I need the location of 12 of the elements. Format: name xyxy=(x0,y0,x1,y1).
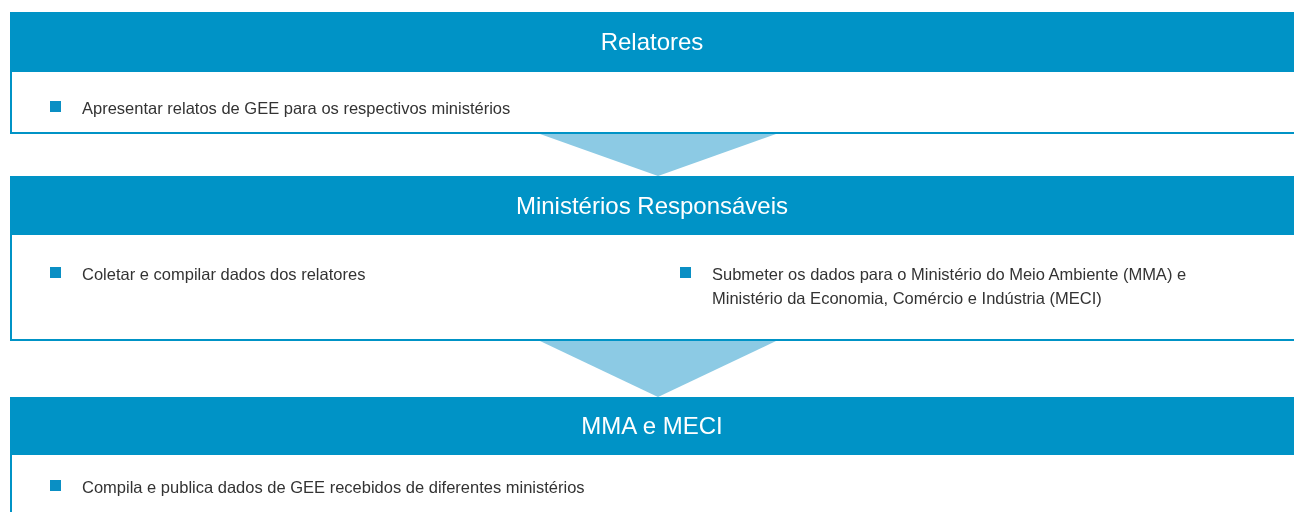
panel xyxy=(10,12,1294,134)
bullet-text: Compila e publica dados de GEE recebidos de diferentes ministérios xyxy=(82,477,585,498)
bullet-text: Coletar e compilar dados dos relatores xyxy=(82,264,366,285)
chevron-arrow xyxy=(540,134,776,176)
header-band: Relatores xyxy=(10,12,1294,72)
panel xyxy=(10,397,1294,512)
header-band: MMA e MECI xyxy=(10,397,1294,455)
header-band: Ministérios Responsáveis xyxy=(10,176,1294,235)
bullet-text: Submeter os dados para o Ministério do Meio Ambiente (MMA) e Ministério da Economia, Comércio e Indústria (MECI) xyxy=(712,264,1188,309)
panel xyxy=(10,176,1294,341)
chevron-arrow xyxy=(540,341,776,397)
bullet-text: Apresentar relatos de GEE para os respectivos ministérios xyxy=(82,98,511,119)
